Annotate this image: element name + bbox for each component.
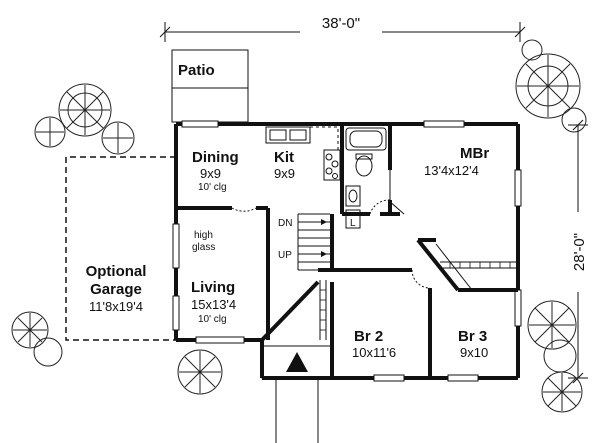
garage-name-line1: Optional — [86, 263, 147, 280]
optional-garage: Optional Garage 11'8x19'4 — [65, 156, 176, 341]
kitchen-size: 9x9 — [274, 166, 295, 181]
patio-label: Patio — [178, 62, 215, 79]
entry-arrow-icon — [286, 352, 308, 372]
stair-down-label: DN — [278, 218, 292, 229]
linen-label: L — [350, 218, 356, 229]
living-ceiling: 10' clg — [198, 314, 227, 325]
tree-right-top — [515, 39, 587, 133]
dining-ceiling: 10' clg — [198, 182, 227, 193]
tree-left-top — [34, 83, 135, 155]
high-glass-line2: glass — [192, 242, 215, 253]
width-dimension: 38'-0" — [159, 14, 526, 42]
interior-walls — [176, 124, 518, 378]
br3-name: Br 3 — [458, 328, 487, 345]
garage-name-line2: Garage — [90, 281, 142, 298]
width-label: 38'-0" — [322, 15, 360, 32]
living-name: Living — [191, 279, 235, 296]
garage-size: 11'8x19'4 — [89, 299, 143, 314]
high-glass-line1: high — [194, 230, 213, 241]
landscape-trees — [11, 39, 587, 413]
stair-up-label: UP — [278, 250, 292, 261]
kitchen-name: Kit — [274, 149, 294, 166]
depth-dimension: 28'-0" — [568, 119, 588, 384]
tree-left-bottom — [11, 311, 223, 395]
entry-porch — [261, 345, 333, 443]
stairs: DN UP — [278, 213, 330, 271]
mbr-size: 13'4x12'4 — [424, 163, 479, 178]
patio: Patio — [171, 49, 249, 123]
dining-size: 9x9 — [200, 166, 221, 181]
bathroom-fixtures — [345, 127, 387, 207]
door-swings — [231, 170, 431, 289]
room-labels: Dining 9x9 10' clg Kit 9x9 MBr 13'4x12'4… — [191, 145, 489, 360]
living-size: 15x13'4 — [191, 297, 236, 312]
br2-size: 10x11'6 — [352, 345, 396, 360]
closet-shelves — [319, 261, 518, 340]
br3-size: 9x10 — [460, 345, 488, 360]
mbr-name: MBr — [460, 145, 489, 162]
dining-name: Dining — [192, 149, 239, 166]
depth-label: 28'-0" — [571, 233, 588, 271]
kitchen-fixtures — [265, 126, 361, 229]
tree-right-bottom — [527, 300, 583, 413]
br2-name: Br 2 — [354, 328, 383, 345]
windows — [172, 120, 522, 382]
